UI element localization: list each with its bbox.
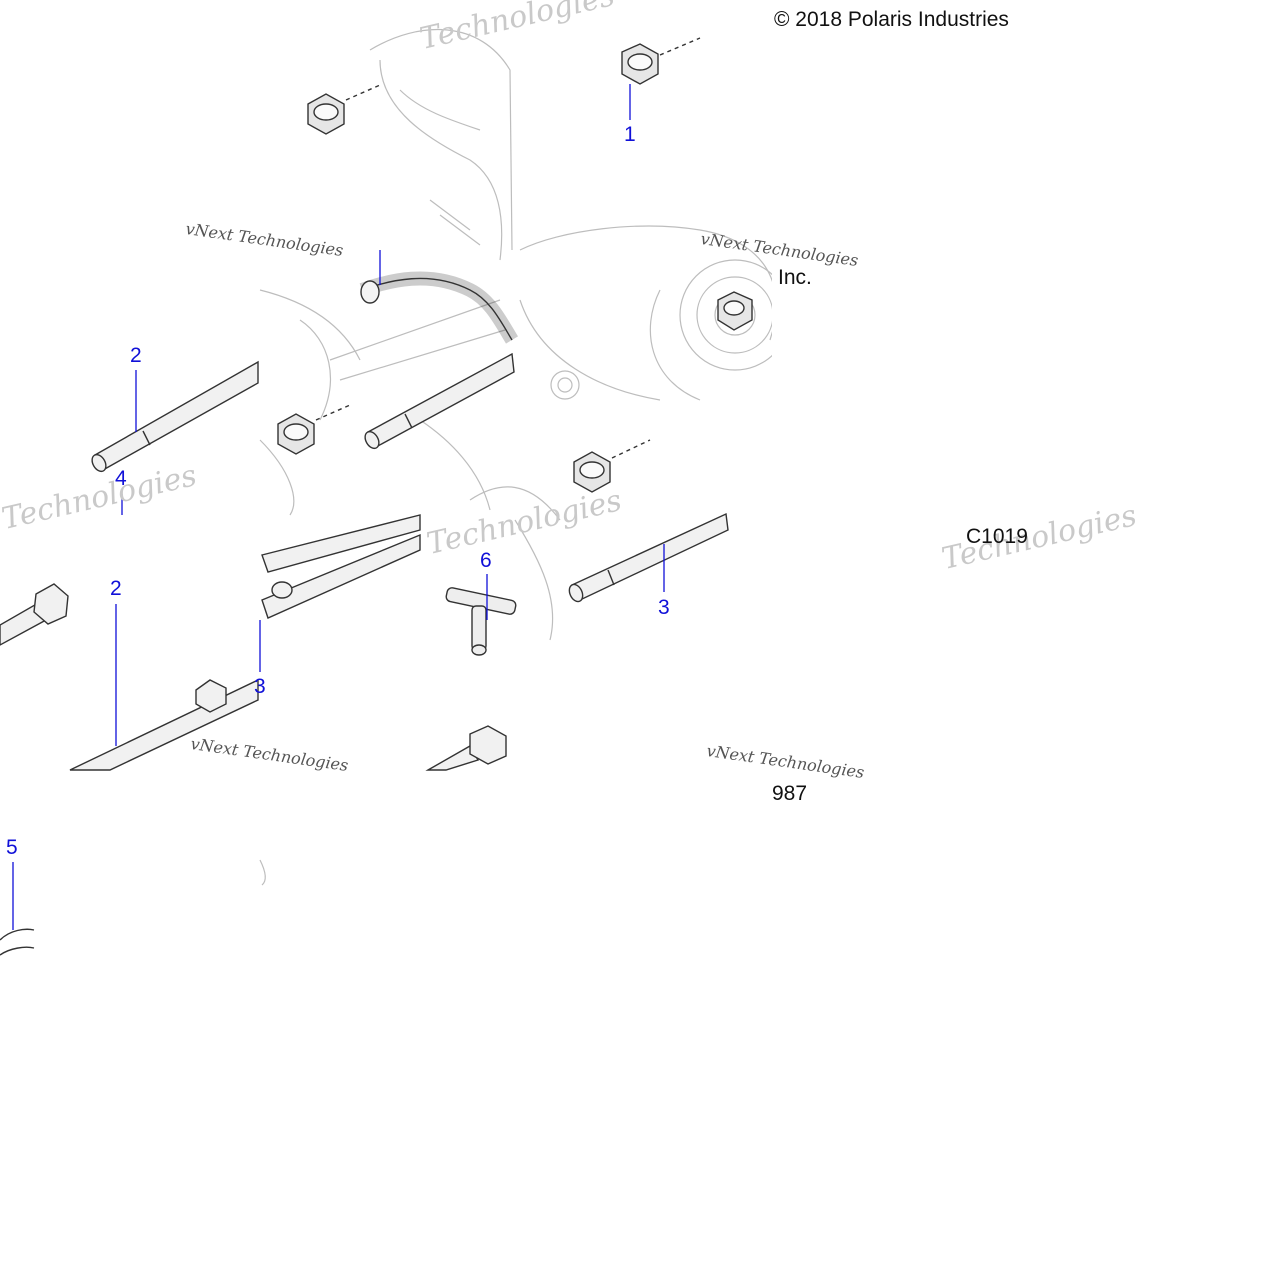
callout-leaders [12, 84, 665, 930]
callout-3: 3 [254, 675, 266, 698]
engine-housing-sketch [259, 28, 791, 886]
reference-code-fragment: 987 [772, 782, 808, 805]
nut-part-right [573, 439, 651, 493]
bolt-part-2-lower [0, 583, 259, 771]
callout-4: 4 [115, 467, 127, 490]
callout-2: 2 [130, 344, 142, 367]
nut-part-center-bolt [717, 291, 753, 331]
bolt-part-3-mid [261, 514, 421, 619]
blank-area-lower-right [806, 560, 1285, 1030]
nut-part-1 [621, 37, 701, 85]
bolt-part-3-lower [568, 512, 729, 603]
hose-part [359, 271, 519, 344]
blank-area-right [772, 40, 1285, 530]
hose-part-5 [0, 928, 35, 956]
callout-1: 1 [624, 123, 636, 146]
bolt-part-2-upper [91, 360, 259, 473]
callout-3: 3 [658, 596, 670, 619]
copyright-suffix: Inc. [778, 266, 812, 289]
nut-part-upper-left [307, 84, 381, 135]
callout-5: 5 [6, 836, 18, 859]
bolt-part-3-upper [364, 352, 515, 450]
reference-code: C1019 [966, 525, 1028, 548]
callout-6: 6 [480, 549, 492, 572]
bolt-part-lower-right [425, 725, 507, 771]
blank-area-bottom [0, 1030, 1285, 1285]
copyright-text: © 2018 Polaris Industries [774, 8, 1009, 31]
nut-part-middle [277, 404, 351, 455]
tee-fitting-part-6 [445, 587, 517, 656]
callout-2: 2 [110, 577, 122, 600]
